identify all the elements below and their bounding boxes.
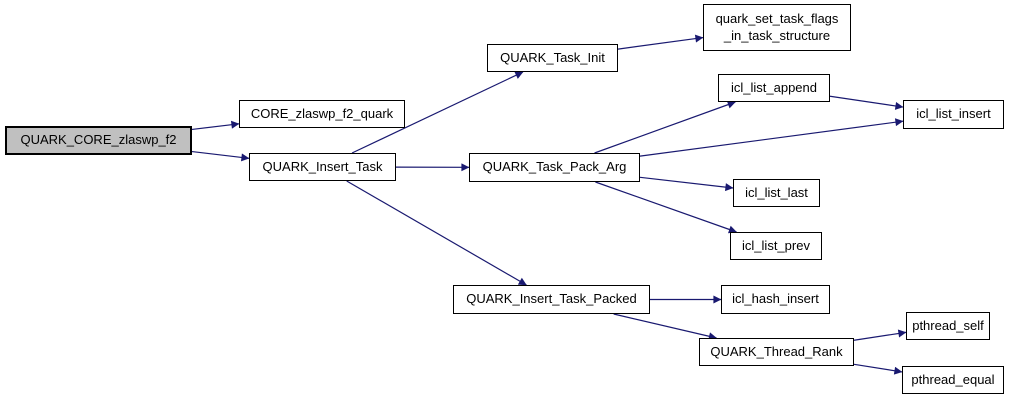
- node-pthread_equal[interactable]: pthread_equal: [902, 366, 1004, 394]
- edge-QUARK_CORE_zlaswp_f2-to-CORE_zlaswp_f2_quark: [191, 120, 240, 131]
- node-label: quark_set_task_flags _in_task_structure: [715, 10, 839, 43]
- edge-QUARK_Task_Pack_Arg-to-icl_list_append: [594, 100, 736, 154]
- node-icl_hash_insert[interactable]: icl_hash_insert: [721, 285, 830, 314]
- edge-QUARK_Thread_Rank-to-pthread_self: [853, 329, 907, 341]
- node-icl_list_prev[interactable]: icl_list_prev: [730, 232, 822, 260]
- node-QUARK_Thread_Rank[interactable]: QUARK_Thread_Rank: [699, 338, 854, 366]
- node-QUARK_Insert_Task_Packed[interactable]: QUARK_Insert_Task_Packed: [453, 285, 650, 314]
- node-label: pthread_equal: [911, 371, 995, 387]
- edge-QUARK_Task_Init-to-quark_set_task_flags_in_task_structure: [617, 34, 704, 50]
- node-label: icl_list_insert: [916, 106, 991, 122]
- node-label: icl_list_last: [745, 184, 808, 200]
- node-label: QUARK_Task_Init: [500, 49, 605, 65]
- node-QUARK_Task_Init[interactable]: QUARK_Task_Init: [487, 44, 618, 72]
- edge-group: [191, 34, 907, 375]
- edge-QUARK_Task_Pack_Arg-to-icl_list_last: [639, 176, 734, 192]
- node-label: QUARK_CORE_zlaswp_f2: [20, 132, 177, 148]
- node-CORE_zlaswp_f2_quark[interactable]: CORE_zlaswp_f2_quark: [239, 100, 405, 128]
- edge-QUARK_Thread_Rank-to-pthread_equal: [853, 363, 903, 375]
- edge-QUARK_Task_Pack_Arg-to-icl_list_prev: [595, 181, 737, 234]
- edge-QUARK_Insert_Task_Packed-to-QUARK_Thread_Rank: [613, 313, 717, 341]
- node-icl_list_append[interactable]: icl_list_append: [718, 74, 830, 102]
- node-label: icl_hash_insert: [732, 291, 819, 307]
- node-pthread_self[interactable]: pthread_self: [906, 312, 990, 340]
- node-label: QUARK_Task_Pack_Arg: [482, 159, 627, 175]
- node-QUARK_CORE_zlaswp_f2: QUARK_CORE_zlaswp_f2: [5, 126, 192, 155]
- node-quark_set_task_flags_in_task_structure[interactable]: quark_set_task_flags _in_task_structure: [703, 4, 851, 51]
- node-label: icl_list_prev: [742, 237, 810, 253]
- node-icl_list_insert[interactable]: icl_list_insert: [903, 100, 1004, 129]
- edge-QUARK_Task_Pack_Arg-to-icl_list_insert: [639, 118, 904, 157]
- node-icl_list_last[interactable]: icl_list_last: [733, 179, 820, 207]
- node-label: QUARK_Thread_Rank: [710, 343, 843, 359]
- edge-QUARK_Insert_Task-to-QUARK_Task_Init: [351, 71, 524, 154]
- node-label: QUARK_Insert_Task_Packed: [466, 291, 637, 307]
- node-label: QUARK_Insert_Task: [262, 158, 383, 174]
- node-label: icl_list_append: [730, 79, 817, 95]
- node-QUARK_Insert_Task[interactable]: QUARK_Insert_Task: [249, 153, 396, 181]
- edge-QUARK_CORE_zlaswp_f2-to-QUARK_Insert_Task: [191, 150, 250, 162]
- node-label: pthread_self: [912, 317, 984, 333]
- node-label: CORE_zlaswp_f2_quark: [250, 105, 394, 121]
- node-QUARK_Task_Pack_Arg[interactable]: QUARK_Task_Pack_Arg: [469, 153, 640, 182]
- edge-QUARK_Insert_Task-to-QUARK_Insert_Task_Packed: [346, 180, 527, 286]
- edge-icl_list_append-to-icl_list_insert: [829, 95, 904, 110]
